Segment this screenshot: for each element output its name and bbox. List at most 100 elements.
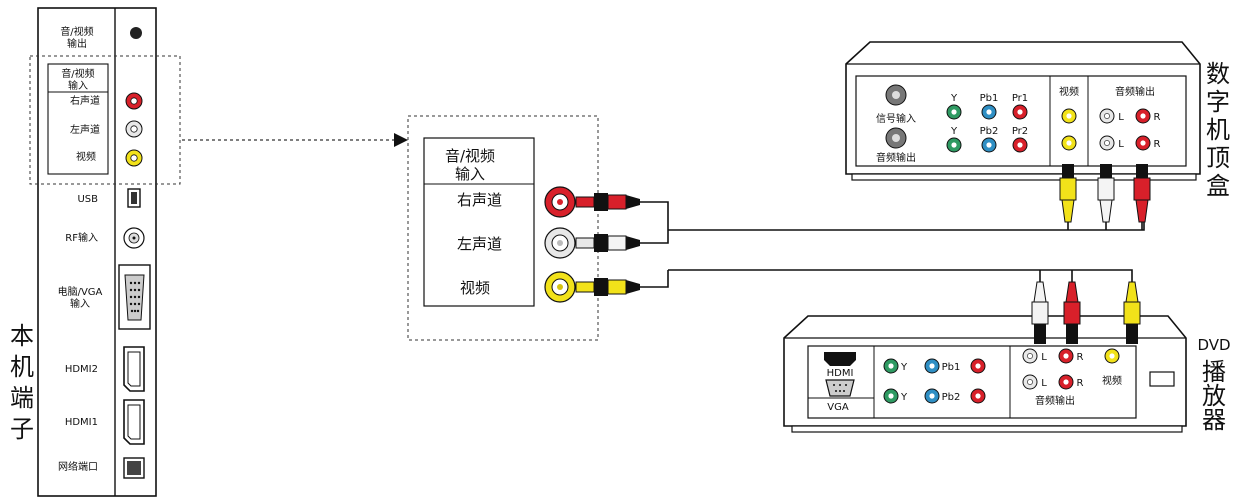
stb-y2-label: Y	[950, 126, 958, 137]
cable-red-trunk	[640, 201, 669, 230]
tv-usb-label: USB	[77, 194, 98, 205]
stb-audio-left-jack-2[interactable]	[1099, 135, 1115, 151]
dvd-title-line-1: DVD	[1197, 336, 1230, 354]
dvd-r-label-1: R	[1077, 352, 1084, 363]
dvd-video-out-jack[interactable]	[1104, 348, 1120, 364]
stb-pr1-label: Pr1	[1012, 93, 1028, 104]
dvd-l-label-1: L	[1041, 352, 1047, 363]
dvd-audio-left-jack-1[interactable]	[1022, 348, 1038, 364]
dvd-power-button[interactable]	[1149, 371, 1175, 387]
tv-av-input-label-2: 输入	[68, 79, 88, 92]
tv-video-label: 视频	[76, 150, 96, 163]
stb-l-label-2: L	[1118, 139, 1124, 150]
tv-right-audio-jack[interactable]	[125, 92, 143, 110]
stb-title-char-1: 数	[1206, 60, 1230, 88]
stb-r-label-2: R	[1154, 139, 1161, 150]
dvd-vga-port[interactable]	[825, 379, 855, 397]
tv-usb-port[interactable]	[127, 188, 141, 208]
zoom-box-dashed-frame	[407, 115, 599, 341]
zoom-left-audio-jack[interactable]	[544, 227, 576, 259]
zoom-video-jack[interactable]	[544, 271, 576, 303]
stb-pb1-label: Pb1	[980, 93, 999, 104]
cable-to-dvd	[668, 269, 1133, 282]
stb-video-out-jack-1[interactable]	[1061, 108, 1077, 124]
tv-left-audio-jack[interactable]	[125, 120, 143, 138]
dvd-hdmi-label: HDMI	[827, 368, 854, 379]
dvd-y2-jack[interactable]	[883, 388, 899, 404]
cable-white-trunk	[640, 230, 669, 244]
stb-pr1-jack[interactable]	[1012, 104, 1028, 120]
stb-signal-input-jack[interactable]	[885, 84, 907, 106]
tv-video-jack[interactable]	[125, 149, 143, 167]
tv-panel-title-char-4: 子	[10, 415, 34, 443]
dvd-l-label-2: L	[1041, 378, 1047, 389]
zoom-arrow	[182, 133, 408, 147]
stb-y1-label: Y	[950, 93, 958, 104]
tv-hdmi1-port[interactable]	[123, 399, 145, 445]
stb-feet	[851, 173, 1197, 181]
tv-pc-vga-label-2: 输入	[70, 297, 90, 310]
dvd-video-label: 视频	[1102, 374, 1122, 387]
dvd-pb2-label: Pb2	[942, 392, 961, 403]
stb-pr2-label: Pr2	[1012, 126, 1028, 137]
zoom-right-channel-label: 右声道	[457, 191, 502, 209]
tv-rf-input-label: RF输入	[65, 231, 98, 244]
tv-left-channel-label: 左声道	[70, 123, 100, 136]
dvd-y1-label: Y	[900, 362, 908, 373]
dvd-y1-jack[interactable]	[883, 358, 899, 374]
stb-audio-output-label: 音频输出	[876, 151, 916, 164]
dvd-y2-label: Y	[900, 392, 908, 403]
dvd-pr1-jack[interactable]	[970, 358, 986, 374]
tv-hdmi1-label: HDMI1	[65, 417, 98, 428]
tv-hdmi2-port[interactable]	[123, 346, 145, 392]
dvd-white-plug	[1031, 281, 1049, 344]
stb-title-char-2: 字	[1206, 88, 1230, 116]
zoom-box-title-1: 音/视频	[445, 147, 495, 165]
tv-av-input-highlight	[29, 55, 181, 185]
stb-pb1-jack[interactable]	[981, 104, 997, 120]
stb-audio-right-jack-2[interactable]	[1135, 135, 1151, 151]
dvd-player: HDMI VGA Y Y Pb1 Pb2 L L R R 视频 音频输出	[783, 315, 1231, 434]
tv-panel-title-char-1: 本	[10, 322, 34, 350]
dvd-pb1-label: Pb1	[942, 362, 961, 373]
dvd-pr2-jack[interactable]	[970, 388, 986, 404]
stb-audio-output-jack[interactable]	[885, 127, 907, 149]
zoom-right-audio-jack[interactable]	[544, 186, 576, 218]
tv-av-output-jack[interactable]	[130, 27, 142, 39]
zoom-box-label-frame	[423, 137, 535, 307]
stb-title-char-5: 盒	[1206, 172, 1230, 200]
zoom-red-plug	[575, 193, 640, 211]
dvd-pb1-jack[interactable]	[924, 358, 940, 374]
tv-network-port[interactable]	[123, 457, 145, 479]
tv-pc-vga-label-1: 电脑/VGA	[58, 285, 103, 298]
dvd-title-char-2: 播	[1202, 358, 1226, 386]
dvd-pb2-jack[interactable]	[924, 388, 940, 404]
stb-l-label-1: L	[1118, 112, 1124, 123]
av-input-zoom-box: 音/视频 输入 右声道 左声道 视频	[407, 115, 599, 341]
stb-audio-out-label: 音频输出	[1115, 85, 1155, 98]
stb-video-out-jack-2[interactable]	[1061, 135, 1077, 151]
stb-title-char-4: 顶	[1206, 144, 1230, 172]
stb-y2-jack[interactable]	[946, 137, 962, 153]
stb-red-plug	[1133, 164, 1151, 223]
stb-title-char-3: 机	[1206, 116, 1230, 144]
stb-audio-left-jack-1[interactable]	[1099, 108, 1115, 124]
tv-av-output-label-2: 输出	[67, 37, 87, 50]
dvd-audio-right-jack-1[interactable]	[1058, 348, 1074, 364]
dvd-audio-left-jack-2[interactable]	[1022, 374, 1038, 390]
stb-pb2-jack[interactable]	[981, 137, 997, 153]
stb-r-label-1: R	[1154, 112, 1161, 123]
stb-video-out-label: 视频	[1059, 85, 1079, 98]
tv-rf-input-jack[interactable]	[123, 227, 145, 249]
tv-av-input-group-frame	[47, 63, 109, 175]
zoom-yellow-plug	[575, 278, 640, 296]
stb-white-plug	[1097, 164, 1115, 223]
stb-audio-right-jack-1[interactable]	[1135, 108, 1151, 124]
stb-y1-jack[interactable]	[946, 104, 962, 120]
stb-pr2-jack[interactable]	[1012, 137, 1028, 153]
dvd-audio-right-jack-2[interactable]	[1058, 374, 1074, 390]
dvd-rear-panel	[807, 345, 1137, 419]
tv-vga-port[interactable]	[118, 264, 151, 330]
dvd-hdmi-port[interactable]	[824, 352, 856, 366]
stb-signal-input-label: 信号输入	[876, 112, 916, 125]
